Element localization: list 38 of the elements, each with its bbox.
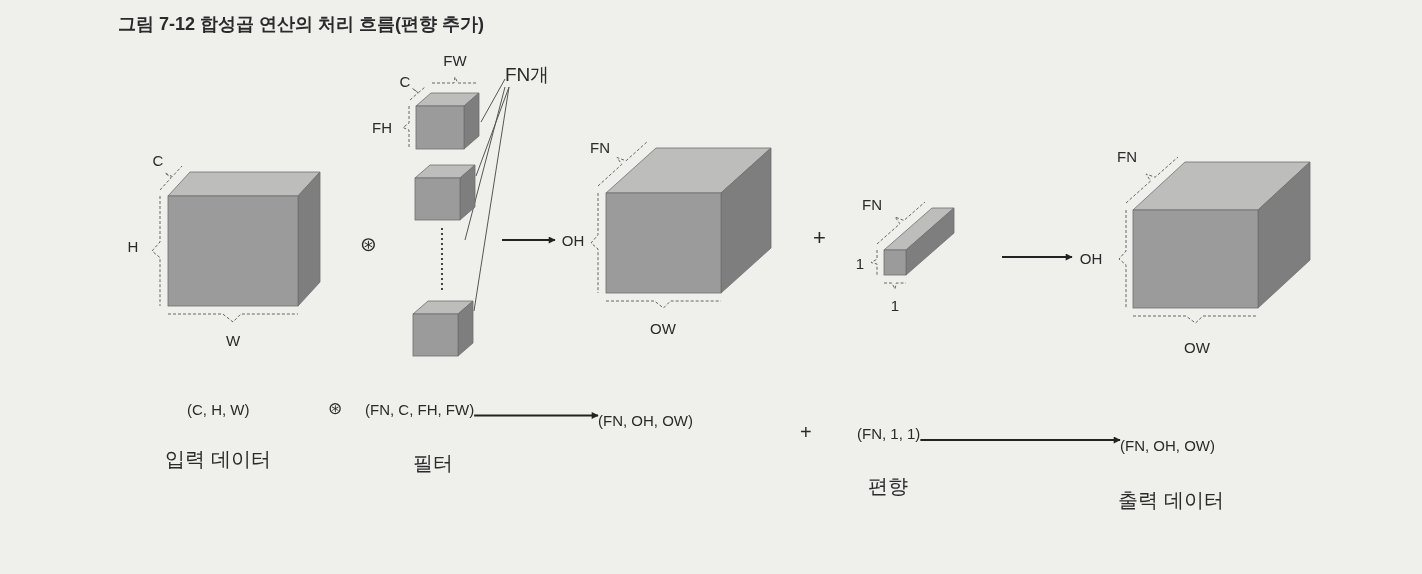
dimension-label: C bbox=[399, 73, 411, 89]
dimension-label: FH bbox=[372, 119, 392, 135]
dimension-label: C bbox=[152, 152, 164, 168]
dimension-label: FN bbox=[590, 139, 610, 155]
leader-line bbox=[473, 86, 510, 312]
operator-symbol: + bbox=[813, 225, 826, 252]
figure-title: 그림 7-12 합성곱 연산의 처리 흐름(편향 추가) bbox=[118, 13, 485, 36]
shape-tuple: (FN, C, FH, FW) bbox=[365, 400, 475, 420]
data-caption: 필터 bbox=[413, 451, 453, 475]
arrow bbox=[1001, 253, 1073, 261]
dimension-label: OW bbox=[1184, 339, 1210, 355]
arrow bbox=[501, 236, 556, 244]
operator-symbol: + bbox=[800, 420, 812, 444]
operator-symbol: ⊛ bbox=[328, 399, 343, 420]
dimension-label: OW bbox=[650, 320, 676, 336]
data-caption: 입력 데이터 bbox=[165, 447, 271, 471]
dimension-label: W bbox=[225, 332, 241, 348]
leader-line bbox=[475, 86, 510, 177]
dimension-label: OH bbox=[1079, 250, 1103, 266]
shape-tuple: (C, H, W) bbox=[187, 401, 250, 419]
dimension-label: OH bbox=[561, 232, 585, 248]
dimension-label: FN bbox=[1117, 148, 1137, 164]
leader-line bbox=[464, 86, 506, 241]
dimension-label: FW bbox=[443, 52, 467, 68]
dimension-label: H bbox=[127, 238, 139, 254]
shape-tuple: (FN, OH, OW) bbox=[1120, 436, 1215, 456]
shape-tuple: (FN, 1, 1) bbox=[857, 424, 921, 444]
operator-symbol: ⊛ bbox=[360, 232, 377, 256]
dimension-label: 1 bbox=[890, 297, 900, 313]
arrow bbox=[473, 412, 599, 419]
data-caption: 편향 bbox=[868, 474, 908, 498]
dimension-label: 1 bbox=[855, 255, 865, 271]
leader-line bbox=[480, 78, 506, 123]
dimension-label: FN bbox=[862, 196, 882, 212]
data-caption: 출력 데이터 bbox=[1118, 488, 1224, 512]
shape-tuple: (FN, OH, OW) bbox=[598, 411, 693, 431]
filter-count-label: FN개 bbox=[505, 63, 550, 87]
arrow bbox=[919, 436, 1121, 444]
